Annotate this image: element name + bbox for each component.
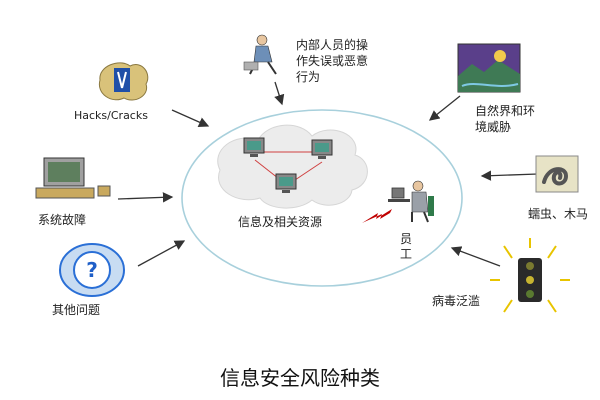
lightning-icon — [362, 209, 392, 223]
insider-threat-label: 内部人员的操 作失误或恶意 行为 — [296, 38, 369, 84]
virus-label: 病毒泛滥 — [432, 294, 481, 308]
resource-label: 信息及相关资源 — [238, 215, 323, 229]
threat-arrows — [117, 81, 539, 267]
central-ellipse — [181, 109, 463, 287]
monitor-icon — [275, 173, 297, 193]
other-issues-label: 其他问题 — [52, 303, 101, 317]
worm-label: 蠕虫、木马 — [528, 207, 589, 221]
system-fault-label: 系统故障 — [38, 213, 87, 227]
hacker-icon — [98, 62, 149, 101]
hacks-label: Hacks/Cracks — [74, 109, 148, 122]
question-mark-icon: ? — [59, 243, 125, 297]
computer-icon — [35, 157, 111, 199]
network-cloud — [217, 124, 368, 209]
person-working-icon — [243, 34, 277, 75]
nature-threat-label: 自然界和环 境威胁 — [475, 104, 536, 134]
page-title: 信息安全风险种类 — [220, 366, 380, 390]
traffic-light-icon — [490, 238, 570, 313]
employee-label: 员 工 — [400, 232, 413, 261]
monitor-icon — [311, 139, 333, 159]
worm-icon — [535, 155, 579, 193]
employee-icon — [388, 180, 434, 223]
nature-scene-icon — [457, 43, 521, 93]
svg-text:?: ? — [86, 258, 98, 282]
monitor-icon — [243, 137, 265, 157]
